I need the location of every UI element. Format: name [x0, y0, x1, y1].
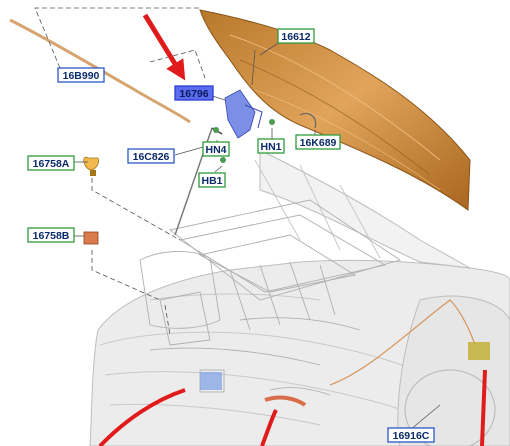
- label-HN4: HN4: [202, 141, 230, 157]
- label-16758B-text: 16758B: [33, 230, 70, 242]
- red-arrows: [98, 13, 487, 446]
- label-16916C: 16916C: [387, 427, 435, 443]
- hood-seal-strip: [9, 18, 191, 124]
- label-16612: 16612: [277, 28, 315, 44]
- label-16C826-text: 16C826: [133, 151, 170, 163]
- label-HN4-text: HN4: [205, 144, 226, 156]
- label-16612-text: 16612: [281, 31, 310, 43]
- label-16C826: 16C826: [127, 148, 175, 164]
- fasteners: [211, 112, 317, 163]
- engine-bay: [139, 199, 490, 407]
- label-16796: 16796: [174, 85, 214, 101]
- bumper-parts: [83, 156, 99, 245]
- label-HN1: HN1: [257, 138, 285, 154]
- hood-hinge: [224, 89, 263, 139]
- label-HB1: HB1: [198, 172, 226, 188]
- label-16916C-text: 16916C: [393, 430, 430, 442]
- label-16B990: 16B990: [57, 67, 105, 83]
- label-16758A-text: 16758A: [33, 158, 70, 170]
- label-16B990-text: 16B990: [63, 70, 100, 82]
- label-HB1-text: HB1: [201, 175, 222, 187]
- label-16K689-text: 16K689: [300, 137, 337, 149]
- label-16758B: 16758B: [27, 227, 75, 243]
- label-HN1-text: HN1: [260, 141, 281, 153]
- label-16796-text: 16796: [179, 88, 208, 100]
- label-16K689: 16K689: [295, 134, 341, 150]
- leader-lines: [34, 7, 441, 431]
- label-16758A: 16758A: [27, 155, 75, 171]
